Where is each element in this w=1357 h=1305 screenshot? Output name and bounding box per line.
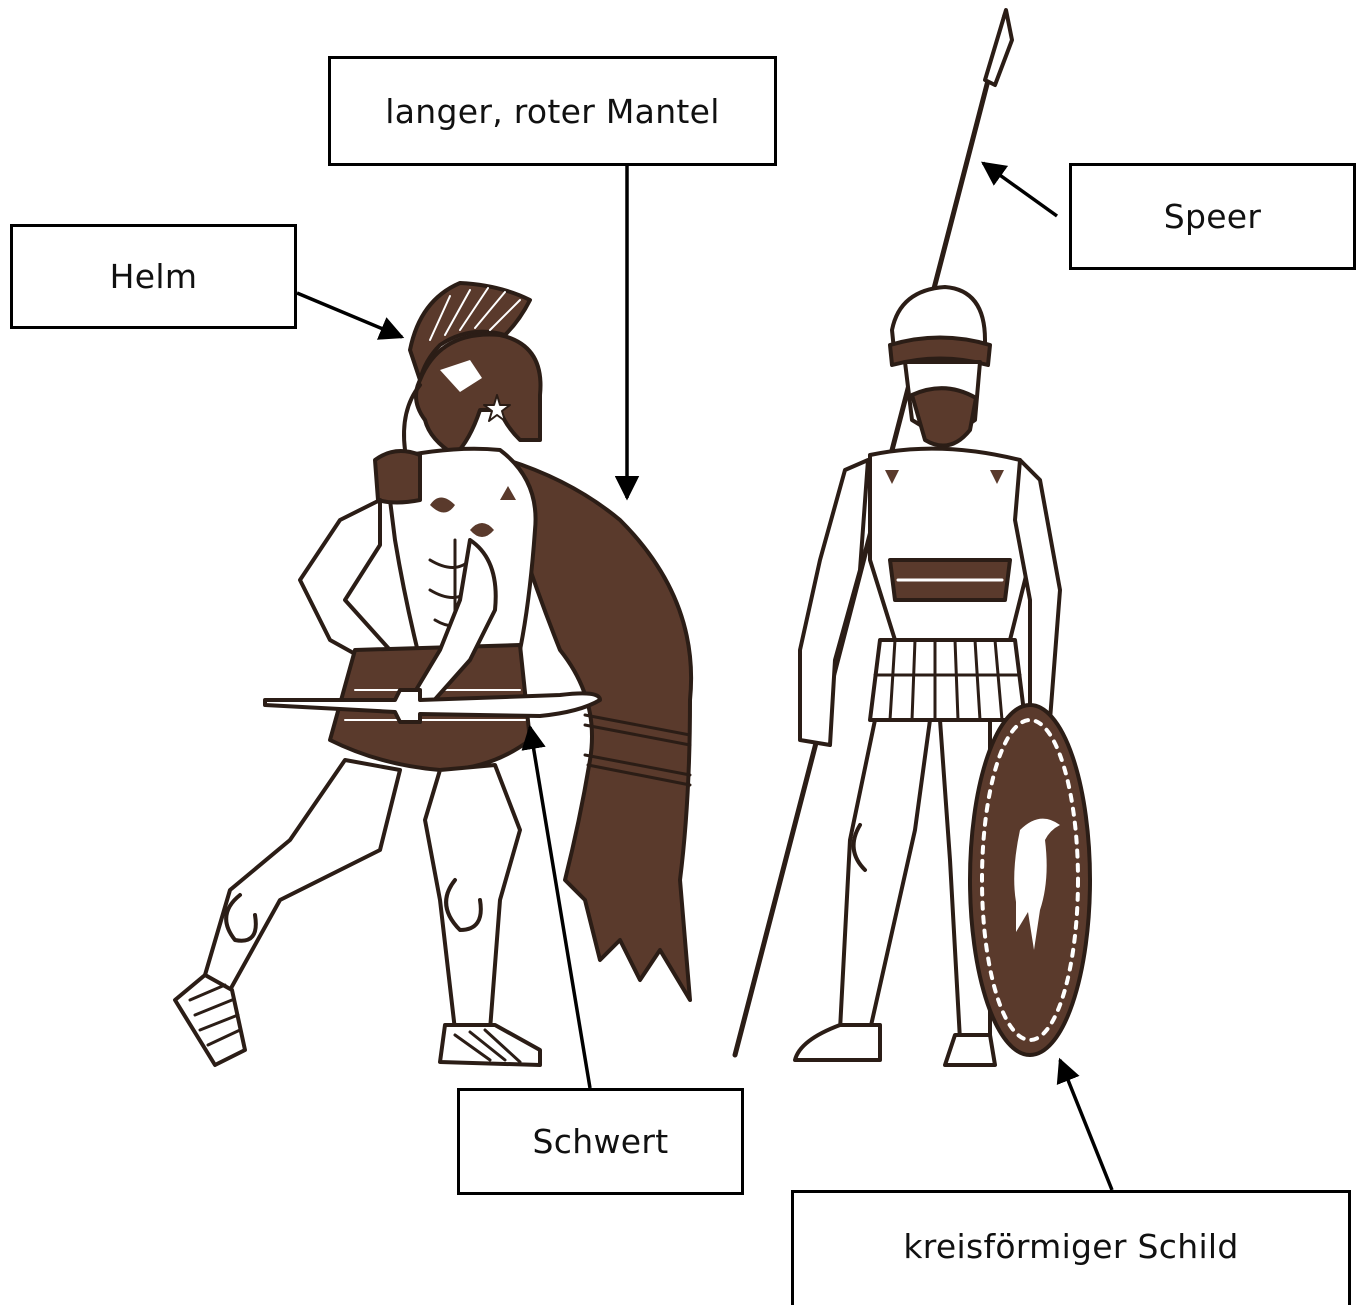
label-schild: kreisförmiger Schild bbox=[791, 1190, 1351, 1305]
left-arm bbox=[300, 500, 390, 665]
spear-tip bbox=[985, 10, 1012, 85]
arrow-schwert bbox=[530, 727, 590, 1088]
left-arm-r bbox=[800, 460, 868, 745]
label-speer-text: Speer bbox=[1164, 197, 1262, 236]
label-schwert-text: Schwert bbox=[533, 1122, 669, 1161]
right-warrior bbox=[735, 10, 1090, 1065]
label-schild-text: kreisförmiger Schild bbox=[903, 1227, 1238, 1266]
label-mantel: langer, roter Mantel bbox=[328, 56, 777, 166]
beard bbox=[912, 388, 976, 445]
arrow-helm bbox=[297, 293, 402, 337]
back-leg bbox=[205, 760, 400, 990]
front-leg bbox=[425, 765, 520, 1030]
legs bbox=[840, 720, 930, 1030]
label-mantel-text: langer, roter Mantel bbox=[385, 92, 719, 131]
left-warrior bbox=[175, 283, 691, 1065]
label-speer: Speer bbox=[1069, 163, 1356, 270]
back-foot bbox=[175, 975, 245, 1065]
label-schwert: Schwert bbox=[457, 1088, 744, 1195]
label-helm-text: Helm bbox=[110, 257, 198, 296]
arrow-speer bbox=[983, 163, 1057, 216]
arrow-schild bbox=[1060, 1060, 1112, 1190]
label-helm: Helm bbox=[10, 224, 297, 329]
